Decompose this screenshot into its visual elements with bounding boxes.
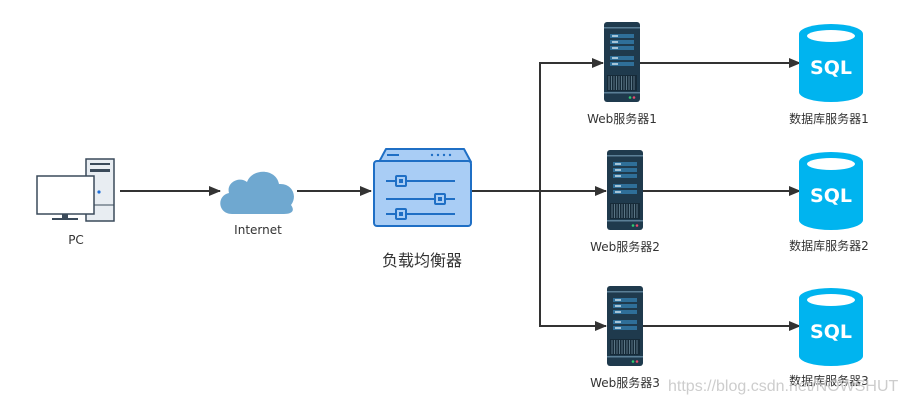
sql-icon-text: SQL <box>810 185 852 207</box>
desktop-pc-icon <box>36 158 115 222</box>
edges <box>120 58 801 331</box>
web-server-2-label: Web服务器2 <box>590 240 660 254</box>
internet-label: Internet <box>234 223 282 237</box>
sql-icon-text: SQL <box>810 321 852 343</box>
pc-label: PC <box>68 233 84 247</box>
edge-balancer-web1 <box>539 58 604 191</box>
db-server-1-label: 数据库服务器1 <box>789 112 869 126</box>
sql-icon-text: SQL <box>810 57 852 79</box>
server-tower-icon <box>606 149 644 231</box>
web-server-3-label: Web服务器3 <box>590 376 660 390</box>
server-tower-icon <box>603 21 641 103</box>
web-server-1-label: Web服务器1 <box>587 112 657 126</box>
edge-balancer-web3 <box>539 191 607 331</box>
load-balancer-label: 负载均衡器 <box>381 251 463 270</box>
load-balancer-icon <box>373 148 472 227</box>
server-tower-icon <box>606 285 644 367</box>
db-server-3-label: 数据库服务器3 <box>789 374 869 388</box>
watermark: https://blog.csdn.net/NOWSHUT <box>668 378 899 395</box>
cloud-icon <box>220 171 294 214</box>
db-server-2-label: 数据库服务器2 <box>789 239 869 253</box>
